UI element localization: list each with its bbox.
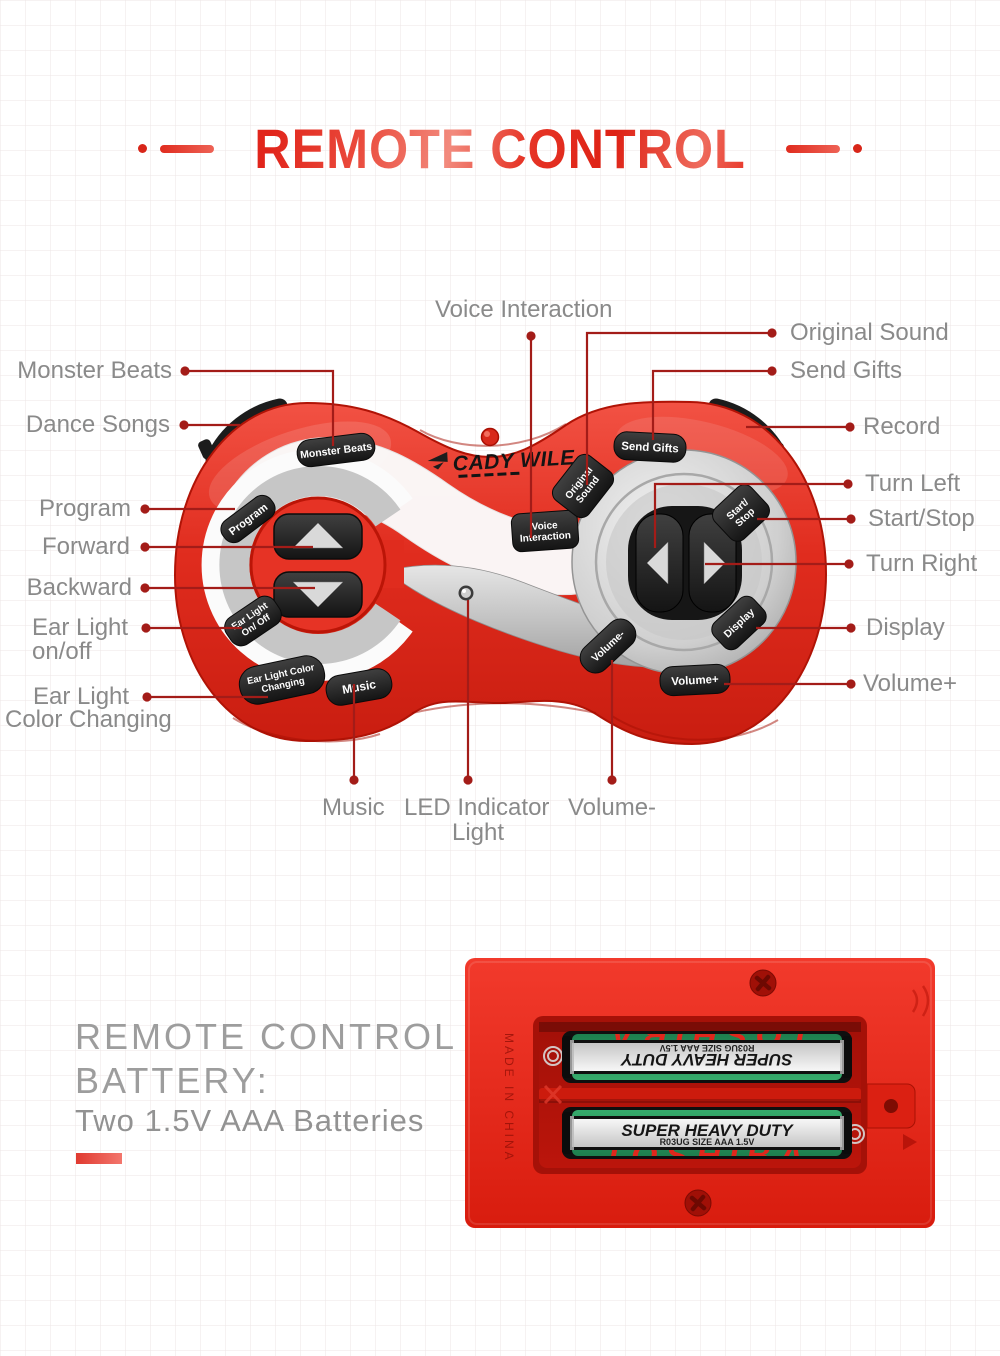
bay-center-ridge bbox=[539, 1088, 861, 1101]
made-in-china-embossed: MADE IN CHINA bbox=[502, 1033, 516, 1163]
callout-volume-plus: Volume+ bbox=[863, 670, 958, 697]
battery-heading-line2: BATTERY: bbox=[75, 1060, 270, 1101]
left-pad-silver-ring bbox=[219, 466, 401, 664]
callout-dance-songs: Dance Songs bbox=[25, 411, 170, 438]
screw-top-icon bbox=[749, 969, 777, 997]
brand-flag-icon bbox=[427, 451, 448, 462]
display-button: Display bbox=[711, 595, 767, 651]
title-dot-left-icon bbox=[138, 144, 147, 153]
forward-button bbox=[273, 513, 363, 560]
callout-backward: Backward bbox=[26, 574, 132, 601]
music-button: Music bbox=[325, 668, 393, 706]
voice-button-label1: Voice bbox=[531, 520, 558, 533]
battery-accent-bar bbox=[76, 1153, 122, 1164]
callout-music: Music bbox=[322, 794, 385, 821]
callout-ear-light-line2: on/off bbox=[32, 638, 92, 665]
callout-turn-left: Turn Left bbox=[865, 470, 961, 497]
voice-button-label2: Interaction bbox=[520, 530, 572, 545]
battery-heading-line1: REMOTE CONTROL bbox=[75, 1016, 458, 1057]
callout-voice-interaction: Voice Interaction bbox=[435, 296, 613, 323]
callout-led-line1: LED Indicator bbox=[404, 794, 550, 821]
embossed-curl-marks bbox=[911, 985, 930, 1017]
top-knob bbox=[480, 427, 500, 447]
page-title: REMOTE CONTROL bbox=[0, 116, 1000, 181]
callout-monster-beats: Monster Beats bbox=[17, 357, 172, 384]
callout-led-line2: Light bbox=[452, 819, 505, 846]
screw-bottom-icon bbox=[684, 1189, 712, 1217]
callout-start-stop: Start/Stop bbox=[868, 505, 975, 532]
remote-controller-photo: Monster Beats Program Ear Light On/ Off … bbox=[173, 398, 828, 746]
left-arrow-icon bbox=[646, 541, 669, 585]
up-arrow-icon bbox=[292, 522, 344, 549]
battery-subtitle: Two 1.5V AAA Batteries bbox=[75, 1103, 425, 1138]
callout-volume-minus: Volume- bbox=[568, 794, 657, 821]
volume-plus-button-label: Volume+ bbox=[671, 674, 719, 688]
title-dash-right-icon bbox=[785, 144, 840, 153]
callout-ear-light-color-line1: Ear Light bbox=[33, 683, 130, 710]
battery-compartment-photo: TOSHIBA SUPER HEAVY DUTY R03UG SIZE AAA … bbox=[465, 958, 935, 1228]
volume-plus-button: Volume+ bbox=[659, 663, 731, 697]
callout-program: Program bbox=[38, 495, 131, 522]
callout-ear-light-color-line2: Color Changing bbox=[5, 706, 172, 733]
callout-original-sound: Original Sound bbox=[790, 319, 949, 346]
callout-send-gifts: Send Gifts bbox=[790, 357, 903, 384]
title-dash-left-icon bbox=[160, 144, 214, 153]
send-gifts-button: Send Gifts bbox=[613, 431, 687, 463]
callout-display: Display bbox=[866, 614, 945, 641]
ear-light-onoff-button: Ear Light On/ Off bbox=[224, 595, 282, 647]
latch-hole bbox=[884, 1099, 898, 1113]
title-dot-right-icon bbox=[852, 144, 862, 153]
callout-ear-light-line1: Ear Light bbox=[32, 614, 129, 641]
page-title-text: REMOTE CONTROL bbox=[254, 117, 746, 180]
ear-light-color-button: Ear Light Color Changing bbox=[238, 655, 326, 705]
embossed-arrow-icon bbox=[903, 1134, 917, 1150]
callout-forward: Forward bbox=[41, 533, 130, 560]
turn-left-button bbox=[635, 513, 684, 613]
led-indicator-light bbox=[458, 585, 474, 601]
callout-record: Record bbox=[863, 413, 941, 440]
music-button-label: Music bbox=[341, 677, 377, 697]
callout-turn-right: Turn Right bbox=[866, 550, 978, 577]
voice-interaction-button: Voice Interaction bbox=[510, 509, 580, 553]
backward-button bbox=[273, 571, 363, 618]
